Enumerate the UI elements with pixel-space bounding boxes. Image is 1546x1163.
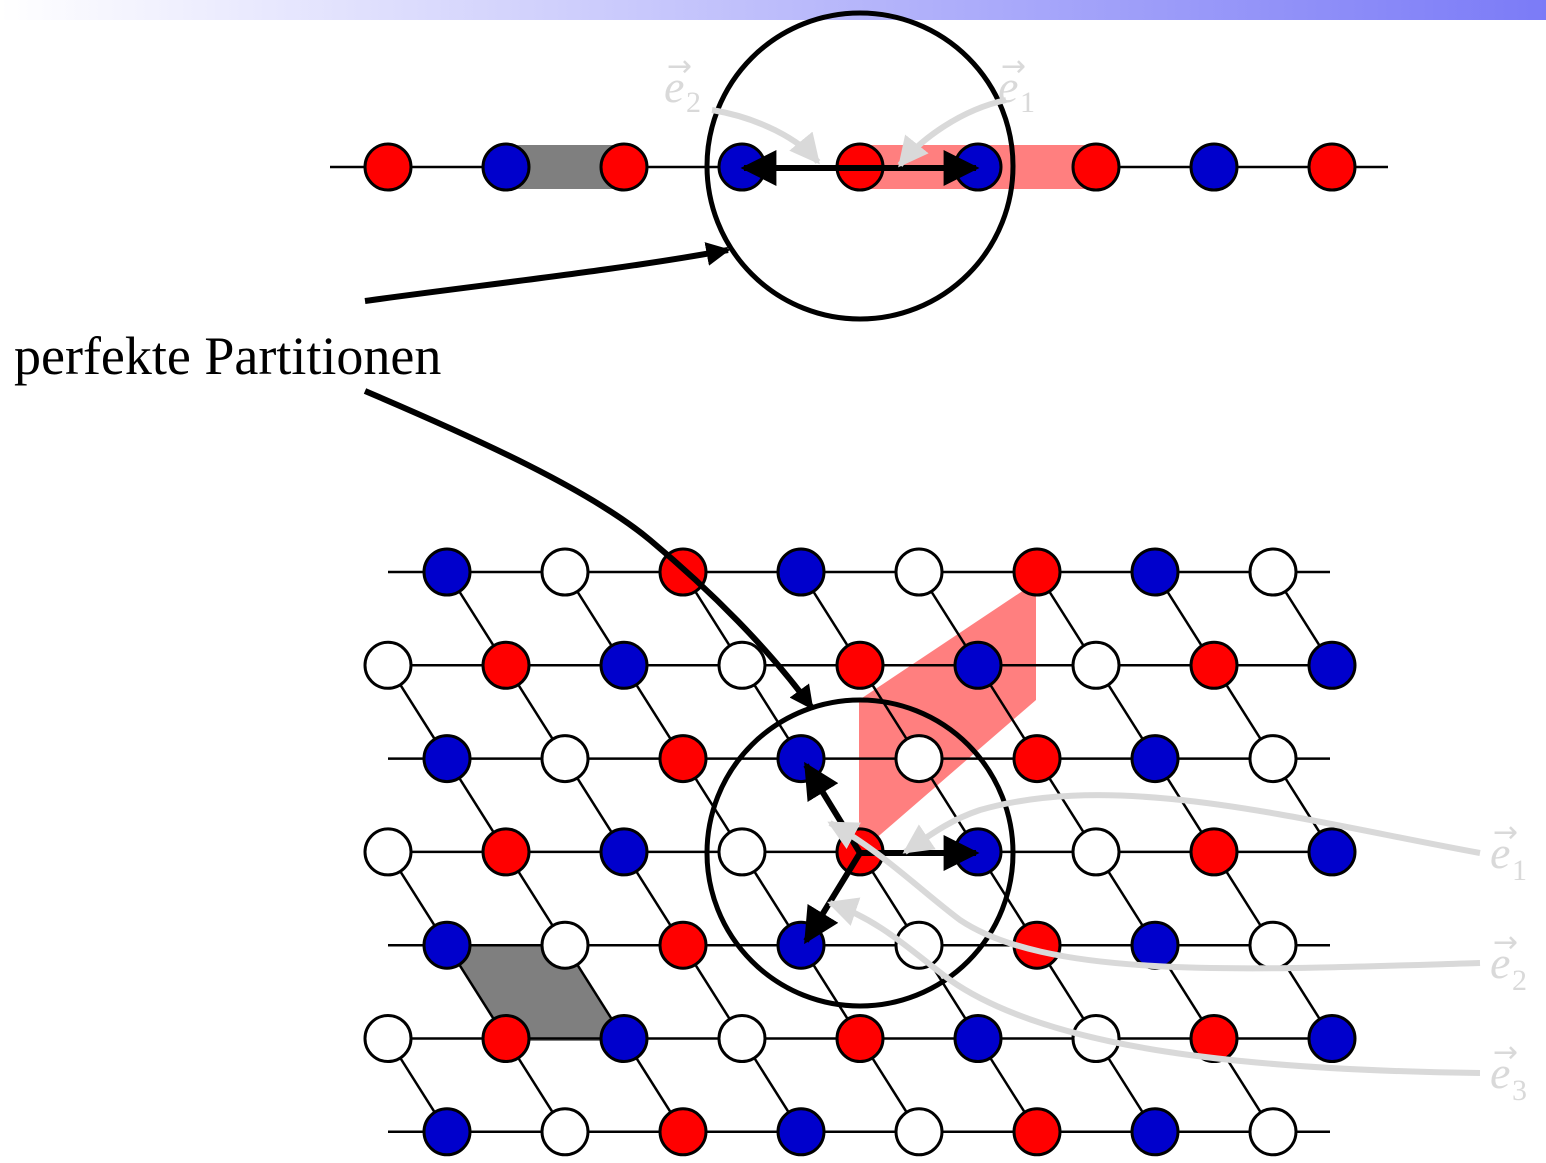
- vector-label-e1-top: e 1 →: [998, 49, 1035, 119]
- chain-node-red: [363, 142, 413, 192]
- vector-label-e2-top: e 2 →: [664, 49, 701, 119]
- svg-text:e: e: [1490, 1047, 1510, 1098]
- lattice-node-white: [540, 920, 590, 970]
- lattice-node-blue: [1130, 547, 1180, 597]
- chain-node-red: [1307, 142, 1357, 192]
- lattice-node-white: [1071, 640, 1121, 690]
- lattice-node-white: [1248, 1107, 1298, 1157]
- lattice-node-blue: [1130, 1107, 1180, 1157]
- triangular-lattice: [363, 547, 1357, 1157]
- lattice-node-white: [894, 1107, 944, 1157]
- svg-text:→: →: [1493, 1035, 1518, 1070]
- lattice-node-white: [894, 734, 944, 784]
- lattice-node-red: [1012, 1107, 1062, 1157]
- lattice-node-red: [1189, 827, 1239, 877]
- lattice-node-blue: [1130, 734, 1180, 784]
- svg-text:→: →: [1001, 49, 1026, 84]
- lattice-node-red: [1012, 547, 1062, 597]
- lattice-node-white: [1248, 734, 1298, 784]
- svg-text:2: 2: [686, 86, 701, 119]
- lattice-vector-labels: e 1 → e 2 → e 3 →: [1490, 815, 1527, 1107]
- lattice-node-white: [540, 1107, 590, 1157]
- lattice-node-red: [481, 1014, 531, 1063]
- vector-label-e2-side: e 2 →: [1490, 925, 1527, 997]
- chain-vector-labels: e 2 → e 1 →: [664, 49, 1035, 119]
- lattice-node-white: [363, 640, 413, 690]
- lattice-node-red: [658, 734, 708, 784]
- svg-text:e: e: [1490, 827, 1510, 878]
- lattice-node-blue: [422, 920, 472, 970]
- lattice-node-blue: [776, 920, 826, 970]
- lattice-node-red: [1189, 1014, 1239, 1063]
- lattice-node-blue: [1307, 827, 1357, 877]
- lattice-node-white: [540, 547, 590, 597]
- lattice-node-blue: [599, 1014, 649, 1063]
- lattice-node-white: [894, 920, 944, 970]
- lattice-unit-cell: [447, 946, 624, 1041]
- lattice-node-white: [717, 1014, 767, 1063]
- lattice-node-blue: [599, 640, 649, 690]
- lattice-node-white: [363, 827, 413, 877]
- lattice-node-blue: [1307, 640, 1357, 690]
- chain-node-blue: [481, 142, 531, 192]
- lattice-node-red: [1189, 640, 1239, 690]
- lattice-node-red: [658, 920, 708, 970]
- svg-text:1: 1: [1512, 854, 1527, 887]
- lattice-node-white: [363, 1014, 413, 1063]
- lattice-node-red: [658, 1107, 708, 1157]
- svg-text:2: 2: [1512, 964, 1527, 997]
- lattice-node-white: [1248, 547, 1298, 597]
- header-gradient-bar: [0, 0, 1546, 20]
- lattice-partition-circle: [704, 697, 1016, 1009]
- label-pointer-arrows: [363, 242, 815, 710]
- chain-partition-circle: [704, 10, 1016, 322]
- lattice-node-red: [835, 640, 885, 690]
- lattice-node-blue: [1130, 920, 1180, 970]
- chain-node-red: [1071, 142, 1121, 192]
- svg-text:e: e: [1490, 937, 1510, 988]
- svg-text:→: →: [1493, 815, 1518, 850]
- chain-node-blue: [1189, 142, 1239, 192]
- chain-node-red: [599, 142, 649, 192]
- lattice-node-blue: [776, 734, 826, 784]
- lattice-node-red: [835, 1014, 885, 1063]
- vector-label-e3-side: e 3 →: [1490, 1035, 1527, 1107]
- perfect-partitions-label: perfekte Partitionen: [14, 326, 441, 386]
- lattice-node-white: [717, 827, 767, 877]
- lattice-node-blue: [422, 1107, 472, 1157]
- vector-label-e1-side: e 1 →: [1490, 815, 1527, 887]
- svg-text:e: e: [998, 61, 1018, 112]
- lattice-node-red: [481, 640, 531, 690]
- lattice-node-blue: [1307, 1014, 1357, 1063]
- lattice-node-blue: [776, 1107, 826, 1157]
- lattice-node-blue: [953, 640, 1003, 690]
- lattice-node-white: [717, 640, 767, 690]
- lattice-node-white: [1071, 827, 1121, 877]
- lattice-node-white: [1248, 920, 1298, 970]
- lattice-node-blue: [422, 734, 472, 784]
- lattice-node-blue: [953, 1014, 1003, 1063]
- lattice-node-blue: [776, 547, 826, 597]
- lattice-node-white: [540, 734, 590, 784]
- svg-text:→: →: [1493, 925, 1518, 960]
- lattice-node-red: [481, 827, 531, 877]
- lattice-node-blue: [599, 827, 649, 877]
- svg-text:e: e: [664, 61, 684, 112]
- lattice-node-white: [894, 547, 944, 597]
- lattice-node-blue: [422, 547, 472, 597]
- annotation-arrows: [711, 97, 1481, 1076]
- svg-text:1: 1: [1020, 86, 1035, 119]
- svg-text:→: →: [667, 49, 692, 84]
- lattice-node-red: [1012, 734, 1062, 784]
- svg-text:3: 3: [1512, 1074, 1527, 1107]
